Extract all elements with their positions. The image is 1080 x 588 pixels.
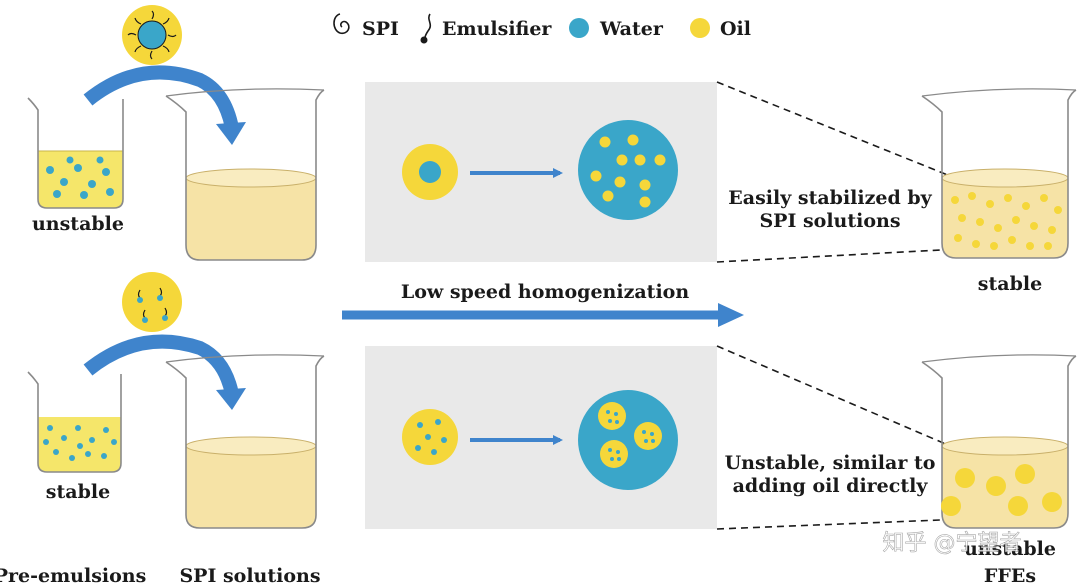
- unstable-right-label: unstable: [964, 538, 1056, 560]
- pre-emulsions-caption: Pre-emulsions: [0, 565, 146, 587]
- legend-spi-label: SPI: [362, 18, 399, 40]
- unstable-top-label: unstable: [32, 213, 124, 235]
- spi-legend-icon: [333, 13, 350, 35]
- water-droplets-top: [46, 156, 114, 199]
- water-legend-icon: [569, 18, 589, 38]
- legend-water-label: Water: [599, 18, 664, 40]
- emulsifier-head-icon: [420, 36, 428, 44]
- stable-left-label: stable: [46, 481, 110, 503]
- transfer-arrow-bottom: [83, 334, 239, 396]
- oil-droplets-panel-top: [590, 134, 666, 208]
- oil-legend-icon: [690, 18, 710, 38]
- desc-bottom-line2: adding oil directly: [733, 475, 929, 497]
- desc-top-line1: Easily stabilized by: [728, 187, 932, 209]
- emulsifier-droplet-bottom: [122, 272, 182, 332]
- zoom-connectors: [716, 81, 956, 530]
- spi-solution-beaker-top: [165, 88, 325, 261]
- emulsifier-legend-icon: [424, 13, 432, 39]
- process-panel-top: [365, 82, 717, 262]
- stable-right-label: stable: [978, 273, 1042, 295]
- spi-solution-beaker-bottom: [165, 354, 325, 529]
- legend-oil-label: Oil: [720, 18, 751, 40]
- process-panel-bottom: [365, 346, 717, 529]
- transfer-arrow-top: [83, 65, 239, 130]
- pre-emulsion-beaker-top: [27, 97, 124, 209]
- pre-emulsion-beaker-bottom: [27, 371, 122, 473]
- homogenization-label: Low speed homogenization: [401, 281, 689, 303]
- oil-dots-stable: [951, 192, 1062, 250]
- homogenization-arrowhead: [718, 303, 744, 327]
- final-beaker-stable: [921, 88, 1077, 259]
- spi-solutions-caption: SPI solutions: [179, 565, 320, 587]
- legend: SPI Emulsifier Water Oil: [333, 13, 751, 44]
- oil-droplets-panel-bottom: [598, 402, 662, 468]
- water-droplets-bottom: [43, 425, 117, 461]
- final-beaker-unstable: [921, 354, 1077, 529]
- ffes-caption: FFEs: [984, 565, 1036, 587]
- transfer-arrowhead-top: [216, 122, 246, 145]
- transfer-arrowhead-bottom: [216, 388, 246, 410]
- desc-bottom-line1: Unstable, similar to: [725, 452, 936, 474]
- oil-drops-unstable: [941, 464, 1062, 516]
- legend-emulsifier-label: Emulsifier: [442, 18, 552, 40]
- watermark: 知乎 @宁望者: [883, 531, 1022, 556]
- desc-top-line2: SPI solutions: [759, 210, 900, 232]
- spi-droplet-top: [122, 5, 182, 65]
